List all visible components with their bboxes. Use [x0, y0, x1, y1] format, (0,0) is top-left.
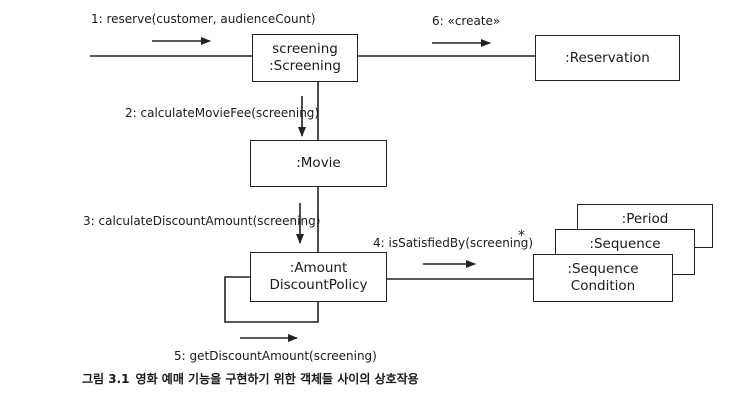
discount-policy-label-2: DiscountPolicy: [269, 277, 368, 293]
discount-policy-label-1: :Amount: [289, 260, 348, 276]
discount-policy-object: :Amount DiscountPolicy: [250, 252, 387, 302]
sequence-condition-label-1: :Sequence: [567, 261, 639, 277]
message-5-label: 5: getDiscountAmount(screening): [174, 349, 377, 363]
figure-caption: 그림 3.1 영화 예매 기능을 구현하기 위한 객체들 사이의 상호작용: [82, 370, 419, 387]
reservation-label: :Reservation: [565, 49, 650, 66]
reservation-object: :Reservation: [535, 35, 680, 81]
figure-number: 그림 3.1: [82, 372, 130, 386]
sequence-condition-object: :Sequence Condition: [533, 254, 673, 302]
movie-object: :Movie: [250, 140, 387, 187]
figure-caption-text: 영화 예매 기능을 구현하기 위한 객체들 사이의 상호작용: [135, 372, 419, 386]
message-6-label: 6: «create»: [432, 14, 501, 28]
message-3-label: 3: calculateDiscountAmount(screening): [83, 214, 321, 228]
period-label: :Period: [621, 211, 669, 227]
self-link-policy: [224, 276, 319, 323]
screening-label-2: :Screening: [269, 58, 341, 74]
message-2-label: 2: calculateMovieFee(screening): [125, 106, 320, 120]
screening-object: screening :Screening: [252, 34, 358, 82]
screening-label-1: screening: [272, 41, 338, 57]
message-1-label: 1: reserve(customer, audienceCount): [91, 12, 316, 26]
sequence-label: :Sequence: [589, 236, 661, 252]
sequence-condition-label-2: Condition: [570, 278, 636, 294]
movie-label: :Movie: [296, 155, 341, 171]
message-4-label: 4: isSatisfiedBy(screening): [373, 236, 534, 250]
multiplicity-star: *: [518, 228, 525, 244]
